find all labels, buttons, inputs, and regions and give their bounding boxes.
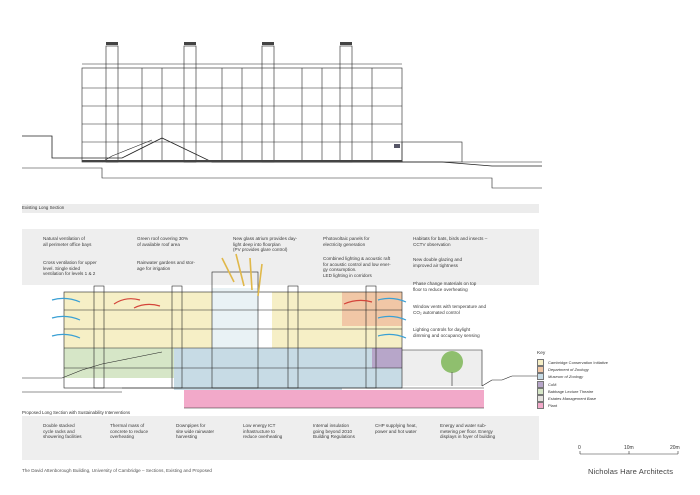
note-lighting-controls: Lighting controls for daylight dimming a… [413,327,480,338]
legend-swatch [537,380,544,388]
note-low-energy-ict: Low energy ICT infrastructure to reduce … [243,423,283,440]
note-natural-ventilation: Natural ventilation of all perimeter off… [43,236,92,247]
notes-band [22,229,539,285]
legend-label: CoM [548,381,557,387]
legend-swatch [537,359,544,367]
legend-item: Babbage Lecture Theatre [537,387,657,395]
legend-label: Cambridge Conservation Initiative [548,360,609,366]
note-internal-insulation: Internal insulation going beyond 2010 Bu… [313,423,355,440]
note-photovoltaic: Photovoltaic panels for electricity gene… [323,236,370,247]
note-thermal-mass: Thermal mass of concrete to reduce overh… [110,423,149,440]
note-downpipes: Downpipes for site wide rainwater harves… [176,423,215,440]
note-cycle-racks: Double stacked cycle racks and showering… [43,423,82,440]
legend-swatch [537,402,544,410]
note-double-glazing: New double glazing and improved air tigh… [413,257,463,268]
note-habitats: Habitats for bats, birds and insects – C… [413,236,488,247]
legend-label: Plant [548,403,558,409]
note-window-vents: Window vents with temperature and CO₂ au… [413,304,487,315]
footer-title: The David Attenborough Building, Univers… [22,468,212,473]
legend-swatch [537,373,544,381]
bottom-notes-band [22,416,539,460]
legend-item: Museum of Zoology [537,373,657,381]
legend-item: Estates Management Base [537,395,657,403]
note-green-roof: Green roof covering 30% of available roo… [137,236,189,247]
existing-section-band [22,204,539,213]
note-cross-ventilation: Cross ventilation for upper level. Singl… [43,260,97,277]
legend-item: CoM [537,380,657,388]
legend-label: Babbage Lecture Theatre [548,388,594,394]
note-phase-change: Phase change materials on top floor to r… [413,281,477,292]
scale-label-20m: 20m [670,445,680,451]
existing-section-caption: Existing Long Section [22,205,65,210]
scale-bar: 0 10m 20m [578,445,680,455]
scale-label-0: 0 [578,445,581,451]
existing-long-section-drawing [22,42,542,189]
legend-label: Department of Zoology [548,367,589,373]
note-rainwater-gardens: Rainwater gardens and stor- age for irri… [137,260,195,271]
note-chp: CHP supplying heat, power and hot water [375,423,417,434]
legend-label: Museum of Zoology [548,374,584,380]
proposed-long-section-drawing [22,253,542,409]
legend-title: Key [537,351,546,356]
legend-label: Estates Management Base [548,396,597,402]
firm-name: Nicholas Hare Architects [588,467,674,476]
legend: Key Cambridge Conservation Initiative De… [537,351,657,410]
legend-item: Cambridge Conservation Initiative [537,359,657,367]
legend-item: Department of Zoology [537,366,657,374]
legend-swatch [537,395,544,403]
note-lighting-acoustic-raft: Combined lighting & acoustic raft for ac… [323,256,391,278]
proposed-section-caption: Proposed Long Section with Sustainabilit… [22,410,131,415]
legend-swatch [537,387,544,395]
legend-item: Plant [537,402,657,410]
note-sub-metering: Energy and water sub- metering per floor… [440,423,496,440]
note-glass-atrium: New glass atrium provides day- light dee… [233,236,298,253]
scale-label-10m: 10m [624,445,634,451]
legend-swatch [537,366,544,374]
